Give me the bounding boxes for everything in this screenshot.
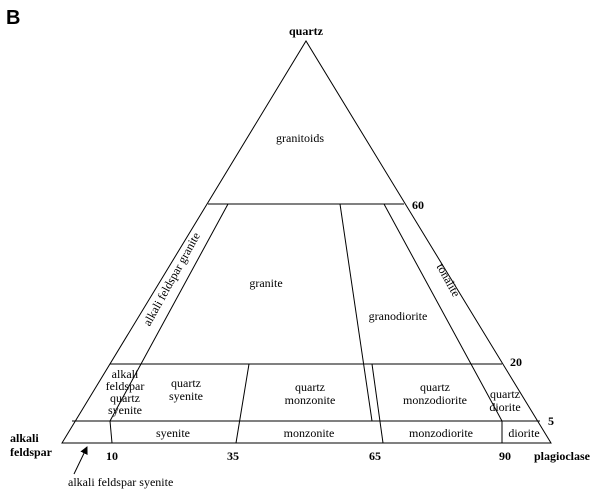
panel-label: B (6, 7, 20, 29)
field-quartz-monzonite-2: monzonite (285, 393, 336, 407)
field-af-quartz-syenite-3: quartz (110, 391, 140, 405)
boundary-p65-upper (339, 203, 373, 422)
tick-q60: 60 (412, 198, 424, 212)
field-af-quartz-syenite-4: syenite (108, 403, 142, 417)
field-quartz-monzodiorite-2: monzodiorite (403, 393, 467, 407)
field-quartz-monzodiorite-1: quartz (420, 380, 450, 394)
boundary-p35 (235, 363, 250, 444)
field-af-quartz-syenite-1: alkali (112, 367, 139, 381)
tick-p10: 10 (106, 449, 118, 463)
vertex-alkali-feldspar-line2: feldspar (10, 445, 53, 459)
boundary-p10-upper (109, 203, 229, 422)
field-alkali-feldspar-granite: alkali feldspar granite (140, 230, 203, 328)
field-monzonite: monzonite (284, 426, 335, 440)
tick-p90: 90 (499, 449, 511, 463)
field-syenite: syenite (156, 426, 190, 440)
field-tonalite: tonalite (434, 261, 464, 299)
vertex-plagioclase: plagioclase (534, 449, 591, 463)
triangle-outline (61, 40, 552, 444)
field-quartz-diorite-1: quartz (490, 387, 520, 401)
field-quartz-diorite-2: diorite (489, 400, 520, 414)
field-diorite: diorite (508, 426, 539, 440)
vertex-alkali-feldspar-line1: alkali (10, 431, 39, 445)
vertex-quartz: quartz (289, 24, 324, 38)
boundary-p10-lower (109, 420, 113, 444)
tick-q5: 5 (548, 414, 554, 428)
field-quartz-monzonite-1: quartz (295, 380, 325, 394)
field-granite: granite (249, 276, 282, 290)
tick-p65: 65 (369, 449, 381, 463)
field-quartz-syenite-2: syenite (169, 389, 203, 403)
boundary-p65-lower (371, 363, 384, 444)
field-granodiorite: granodiorite (369, 309, 428, 323)
boundary-p90-upper (383, 203, 503, 422)
tick-p35: 35 (227, 449, 239, 463)
field-granitoids: granitoids (276, 131, 324, 145)
field-af-quartz-syenite-2: feldspar (106, 379, 145, 393)
tick-q20: 20 (510, 355, 522, 369)
field-monzodiorite: monzodiorite (409, 426, 473, 440)
field-alkali-feldspar-syenite: alkali feldspar syenite (68, 475, 173, 489)
field-quartz-syenite-1: quartz (171, 376, 201, 390)
pointer-arrow (73, 446, 88, 475)
